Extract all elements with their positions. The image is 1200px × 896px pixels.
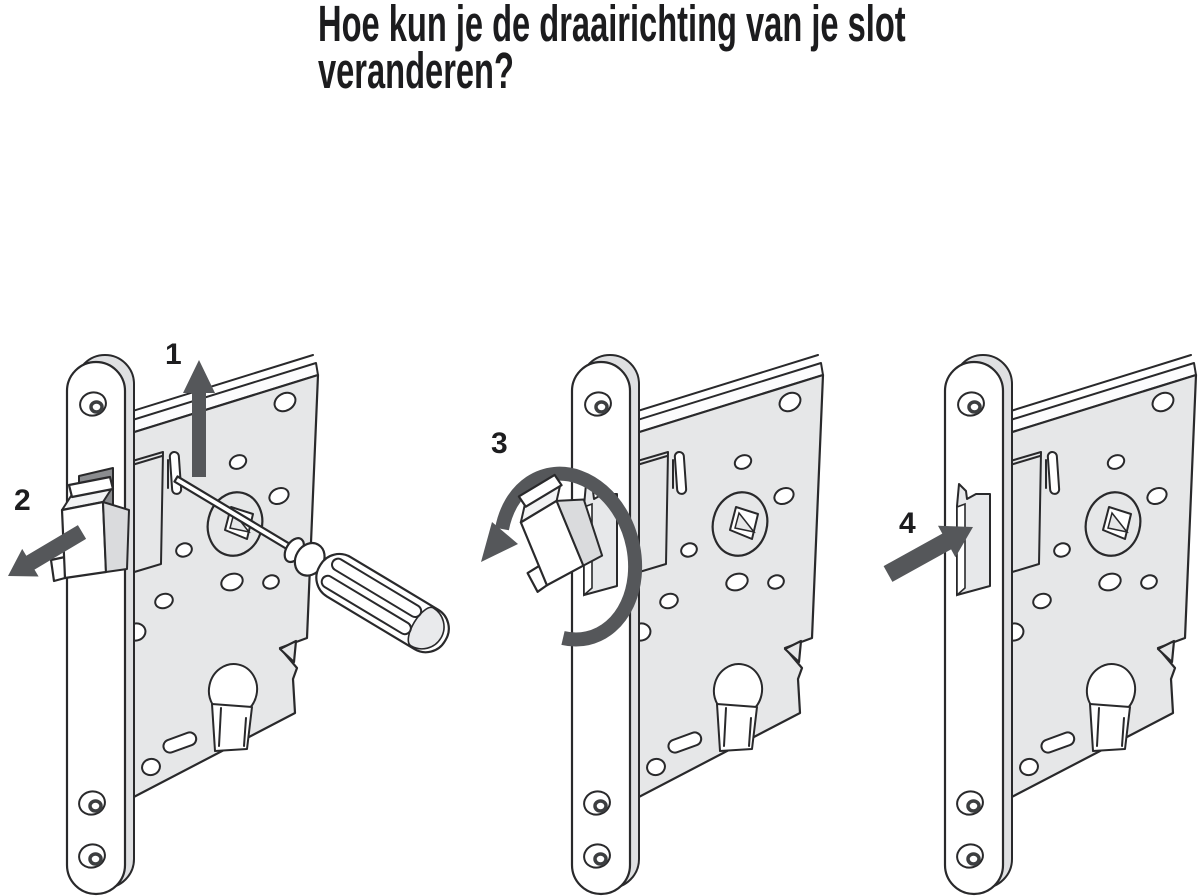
lock-illustration-step-3 [481, 353, 825, 896]
page-title-line2: veranderen? [318, 42, 514, 99]
lock-illustration-step-4 [883, 353, 1198, 896]
arrow-out-step2-icon [8, 525, 87, 577]
step-2-label: 2 [14, 484, 31, 517]
screwdriver [173, 475, 450, 654]
rotation-arrowhead-icon [481, 522, 518, 562]
step-1-label: 1 [165, 338, 182, 371]
arrow-in-step4-icon [883, 525, 973, 582]
page-title: Hoe kun je de draairichting van je slot … [318, 0, 906, 99]
step-3-label: 3 [491, 427, 508, 460]
arrow-up-step1-icon [183, 360, 215, 477]
step-4-label: 4 [899, 507, 916, 540]
page-title-line1: Hoe kun je de draairichting van je slot [318, 0, 906, 52]
lock-illustration-step-1-2 [8, 353, 450, 896]
rotation-arrow-step3-icon [495, 466, 643, 647]
